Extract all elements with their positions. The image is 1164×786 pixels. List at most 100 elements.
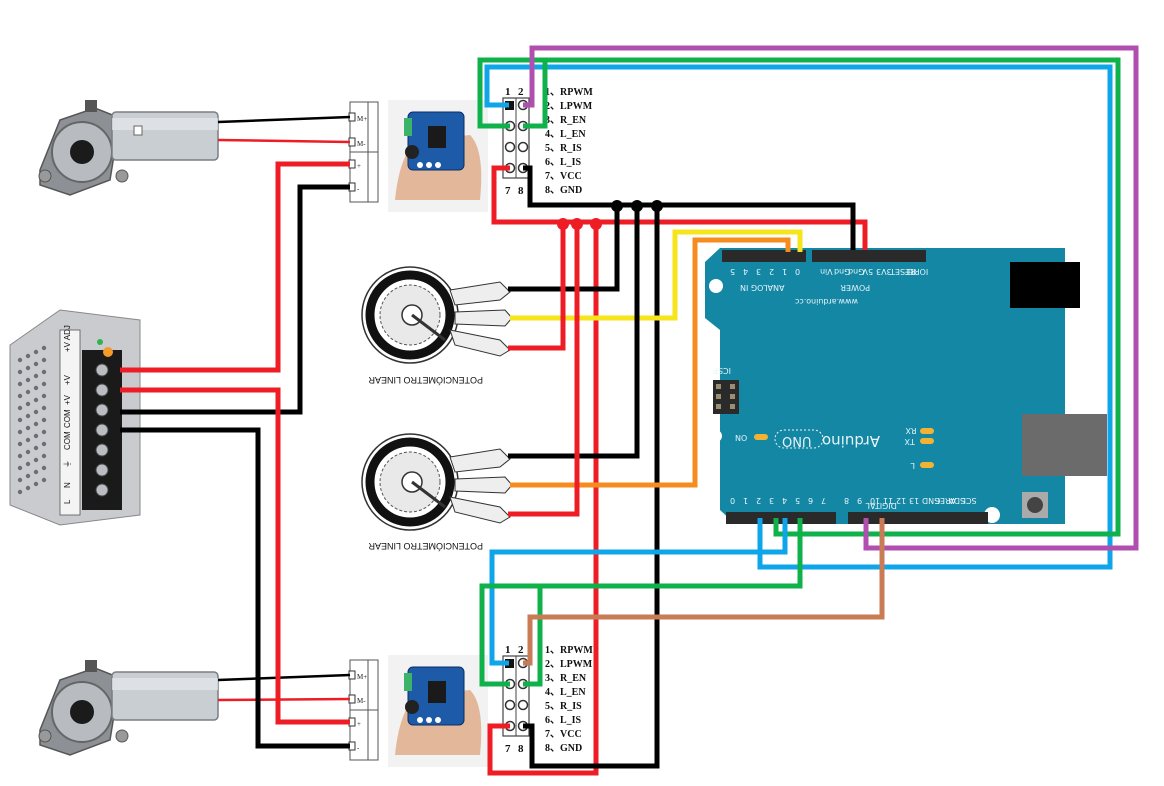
header1-pin-len: 4、L_EN: [545, 129, 586, 140]
digital-pin-aref: AREF: [935, 496, 956, 505]
header1-col1: 1: [505, 86, 511, 98]
digital-pin-4: 4: [782, 496, 787, 505]
header1-bot7: 7: [505, 185, 511, 197]
analog-pin-5: 5: [730, 267, 735, 276]
terminal-label-plus: +: [357, 162, 361, 170]
pin-1-square: [505, 101, 514, 110]
digital-pin-gnd: GND: [922, 496, 940, 505]
terminal-label-minus: -: [357, 185, 360, 193]
terminal2-label-mplus: M+: [357, 673, 367, 681]
arduino-uno-board: Arduino UNO ON ICSP www.arduino.cc ANALO…: [705, 248, 1107, 524]
wire-motor2-red: [217, 697, 351, 702]
l-led-icon: [920, 462, 934, 468]
wire-pot2-black: [508, 205, 640, 459]
analog-pin-0: 0: [795, 267, 800, 276]
driver-1-terminal-block: M+ M- + -: [348, 101, 379, 203]
rx-led-icon: [920, 428, 934, 434]
power-pin-gnd: Gnd: [834, 267, 850, 276]
wire-driver1-lpwm-purple: [523, 45, 1139, 551]
usb-connector: [1022, 414, 1107, 476]
digital-pin-0: 0: [730, 496, 735, 505]
wire-driver1-en-green: [477, 57, 1121, 537]
digital-pin-scl: SCL: [961, 496, 977, 505]
wire-psu-black-driver2: [120, 427, 350, 749]
tx-led-icon: [920, 438, 934, 444]
digital-pin-5: 5: [795, 496, 800, 505]
motor-2: [38, 660, 219, 756]
potentiometer-1: POTENCIÓMETRO LINEAR: [361, 266, 513, 385]
driver-2-photo: [388, 655, 488, 767]
potentiometer-2-label: POTENCIÓMETRO LINEAR: [368, 541, 483, 551]
terminal-label-mplus: M+: [357, 115, 367, 123]
wire-psu-red-driver2: [120, 387, 350, 725]
wires: [120, 45, 1139, 776]
analog-header: [722, 250, 806, 262]
driver-2-terminal-block: M+ M- + -: [348, 659, 379, 761]
header2-bot8: 8: [518, 743, 524, 755]
power-pin-gnd: Gnd: [848, 267, 864, 276]
wire-motor1-black: [217, 115, 351, 124]
potentiometer-2: POTENCIÓMETRO LINEAR: [361, 433, 513, 551]
wire-pot1-yellow: [510, 229, 803, 321]
wire-driver2-rpwm-blue: [489, 518, 788, 666]
led-tx-label: TX: [904, 437, 916, 446]
psu-screws: [95, 363, 109, 497]
power-pin-vin: Vin: [820, 267, 833, 276]
wire-motor1-red: [217, 138, 351, 144]
header1-pin-lpwm: 2、LPWM: [545, 101, 593, 112]
digital-pin-sda: SDA: [948, 496, 965, 505]
digital-pin-9: 9: [857, 496, 862, 505]
header2-pin-lpwm: 2、LPWM: [545, 659, 593, 670]
wire-pot1-black: [508, 205, 620, 292]
wire-driver1-rpwm-blue: [484, 64, 1113, 570]
icsp-label: ICSP: [713, 366, 731, 375]
header2-pin-ren: 3、R_EN: [545, 673, 587, 684]
header1-pin-ren: 3、R_EN: [545, 115, 587, 126]
analog-in-label: ANALOG IN: [740, 283, 785, 292]
wire-driver2-en-green: [479, 518, 803, 687]
analog-pin-2: 2: [769, 267, 774, 276]
header2-pin-vcc: 7、VCC: [545, 729, 582, 740]
digital-pin-3: 3: [769, 496, 774, 505]
header2-pin-ris: 5、R_IS: [545, 701, 582, 712]
digital-pin-12: 12: [896, 496, 906, 505]
arduino-brand: Arduino: [822, 432, 880, 450]
power-pin-ioref: IOREF: [904, 267, 928, 276]
power-pin-reset: RESET: [890, 267, 916, 276]
wire-psu-red-driver1: [120, 161, 350, 373]
digital-label: DIGITAL: [865, 501, 897, 510]
wire-pot2-red: [508, 222, 580, 517]
psu-label-v2: +V: [63, 394, 72, 405]
analog-pin-3: 3: [756, 267, 761, 276]
power-header: [812, 250, 926, 262]
header1-pin-gnd: 8、GND: [545, 185, 582, 196]
led-rx-label: RX: [905, 426, 917, 435]
header1-bot8: 8: [518, 185, 524, 197]
digital-pin-10: 10: [870, 496, 880, 505]
digital-pin-11: 11: [883, 496, 893, 505]
potentiometer-1-label: POTENCIÓMETRO LINEAR: [368, 375, 483, 385]
terminal-label-mminus: M-: [357, 140, 366, 148]
header1-pin-lis: 6、L_IS: [545, 157, 582, 168]
psu-led-icon: [103, 347, 113, 357]
header1-pin-rpwm: 1、RPWM: [545, 87, 593, 98]
wire-motor2-black: [217, 673, 351, 682]
digital-pin-8: 8: [844, 496, 849, 505]
wire-driver2-vcc: [487, 222, 599, 776]
wire-driver1-gnd: [523, 165, 856, 250]
psu-label-com1: COM: [63, 409, 72, 428]
header2-bot7: 7: [505, 743, 511, 755]
digital-pin-2: 2: [756, 496, 761, 505]
on-label: ON: [735, 433, 747, 442]
power-supply: +V ADJ +V +V COM COM ⏚ N L: [9, 309, 141, 526]
psu-label-com2: COM: [63, 431, 72, 450]
digital-pin-1: 1: [743, 496, 748, 505]
wire-driver2-gnd: [523, 205, 660, 769]
motor-1: [38, 100, 219, 196]
wire-junctions: [557, 200, 663, 230]
wire-pot1-red: [508, 222, 566, 351]
digital-pin-6: 6: [808, 496, 813, 505]
arduino-url: www.arduino.cc: [795, 297, 858, 306]
